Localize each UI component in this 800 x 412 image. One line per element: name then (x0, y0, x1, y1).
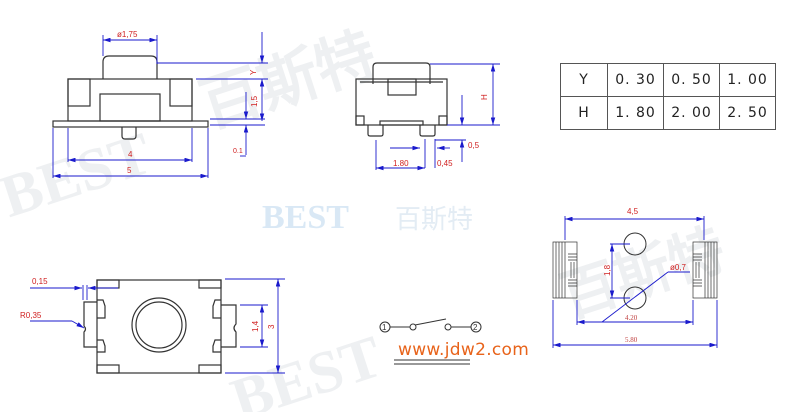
table-row-y: Y 0. 30 0. 50 1. 00 (560, 63, 776, 97)
dim-height: H (480, 94, 489, 100)
terminal-2-label: 2 (473, 323, 478, 332)
table-cell: 1. 80 (607, 96, 664, 130)
table-cell: 1. 00 (719, 63, 776, 97)
top-view (83, 279, 237, 374)
dim-body-height-top: 3 (267, 324, 276, 329)
footprint (552, 232, 718, 310)
switch-schematic (379, 318, 482, 365)
height-table: Y 0. 30 0. 50 1. 00 H 1. 80 2. 00 2. 50 (560, 63, 776, 130)
dim-hole-diameter: ø0,7 (670, 263, 687, 272)
dim-pad-spacing: 4,5 (627, 207, 639, 216)
dim-lead-width: 0,45 (437, 159, 453, 168)
table-cell: 0. 30 (607, 63, 664, 97)
dim-pitch: 1.80 (393, 159, 409, 168)
table-row-label: H (560, 96, 608, 130)
dim-inner-span: 4.20 (625, 314, 638, 322)
dim-slot-width: 1,4 (251, 320, 260, 332)
svg-text:BEST: BEST (223, 323, 389, 412)
dim-cap-diameter: ø1,75 (117, 30, 138, 39)
dim-outer-span: 5.80 (625, 336, 638, 344)
svg-text:百斯特: 百斯特 (395, 205, 473, 235)
table-row-label: Y (560, 63, 608, 97)
footprint-dims (552, 216, 718, 348)
svg-text:百斯特: 百斯特 (554, 219, 733, 330)
dim-lead-thickness: 0.1 (233, 148, 243, 155)
site-watermark: www.jdw2.com (398, 340, 530, 360)
watermark-best-center: BEST 百斯特 (262, 199, 473, 236)
dim-body-height: 1,5 (250, 95, 259, 107)
dim-hole-spacing: 1,8 (603, 264, 612, 276)
svg-text:BEST: BEST (262, 199, 349, 236)
dim-actuator-height: Y (249, 69, 258, 75)
dim-lead-gap: 0,15 (32, 277, 48, 286)
table-row-h: H 1. 80 2. 00 2. 50 (560, 96, 776, 130)
table-cell: 0. 50 (663, 63, 720, 97)
left-pad (552, 241, 578, 299)
top-view-dims (30, 278, 285, 374)
front-view-dims (375, 63, 500, 171)
dim-overall-width: 5 (127, 166, 132, 175)
table-cell: 2. 00 (663, 96, 720, 130)
svg-text:BEST: BEST (0, 120, 159, 230)
table-cell: 2. 50 (719, 96, 776, 130)
dim-lead-offset: 0,5 (468, 141, 480, 150)
side-view (52, 55, 209, 140)
terminal-1-label: 1 (382, 323, 387, 332)
side-view-dims (52, 32, 268, 179)
dim-body-width: 4 (128, 150, 133, 159)
front-view (355, 62, 448, 137)
right-pad (692, 241, 718, 299)
dim-corner-radius: R0,35 (20, 311, 42, 320)
